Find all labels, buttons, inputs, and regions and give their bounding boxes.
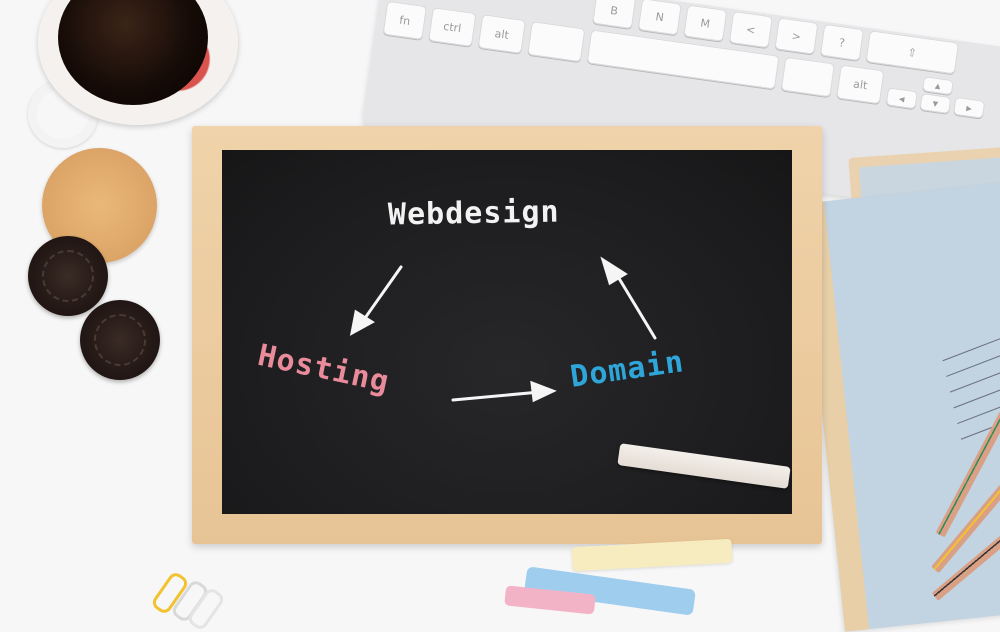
key-period: > bbox=[774, 17, 819, 55]
key-m: M bbox=[683, 4, 728, 42]
notebook-line bbox=[949, 363, 1000, 393]
key-alt-right: alt bbox=[836, 64, 885, 105]
key-cmd bbox=[527, 21, 586, 63]
key-shift: ⇧ bbox=[865, 30, 960, 75]
label-webdesign: Webdesign bbox=[387, 194, 560, 233]
chocolate-cookie-2 bbox=[80, 300, 160, 380]
key-comma: < bbox=[728, 10, 773, 49]
key-slash: ? bbox=[819, 23, 865, 62]
key-n: N bbox=[637, 0, 682, 36]
key-b: B bbox=[592, 0, 637, 30]
key-fn: fn bbox=[382, 0, 427, 40]
notebook-line bbox=[946, 347, 1000, 377]
key-cmd-right bbox=[780, 56, 835, 98]
key-up: ▴ bbox=[921, 76, 954, 96]
key-down: ▾ bbox=[919, 92, 952, 115]
key-alt: alt bbox=[477, 14, 526, 54]
notebook-line bbox=[953, 378, 1000, 409]
notebook-line bbox=[957, 394, 1000, 425]
notebook-line bbox=[942, 331, 1000, 362]
key-ctrl: ctrl bbox=[428, 7, 477, 47]
key-left: ◂ bbox=[885, 87, 918, 110]
coffee bbox=[58, 0, 208, 105]
chocolate-cookie-1 bbox=[28, 236, 108, 316]
key-right: ▸ bbox=[953, 96, 986, 119]
